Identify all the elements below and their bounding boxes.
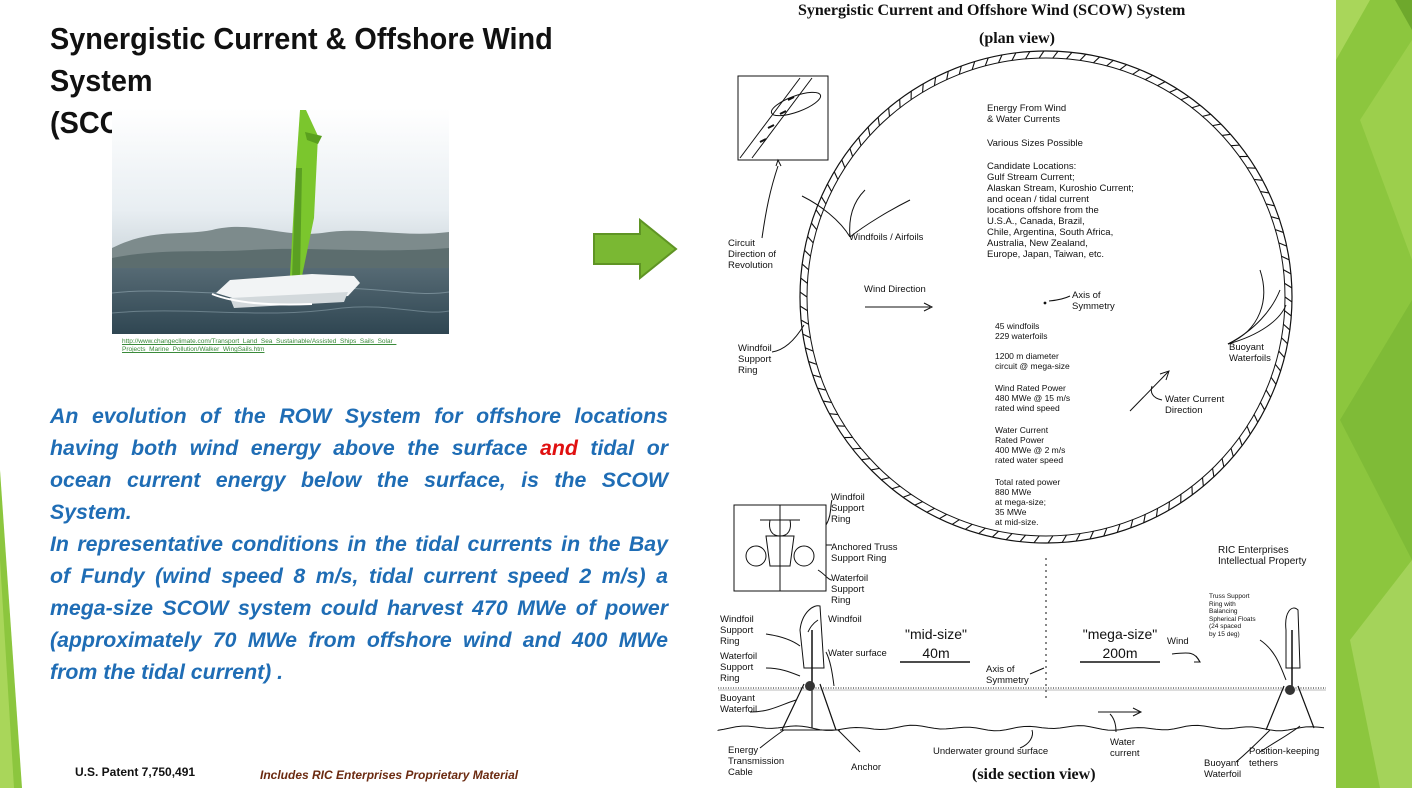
label-various-sizes: Various Sizes Possible [987, 138, 1083, 149]
label-axis-of-symmetry-side: Axis of Symmetry [986, 664, 1029, 686]
label-water-rated-power: Water Current Rated Power 400 MWe @ 2 m/… [995, 425, 1066, 465]
diagram-subtitle: (plan view) [979, 30, 1055, 47]
label-energy-from: Energy From Wind & Water Currents [987, 103, 1067, 125]
label-mega-size: "mega-size" [1082, 626, 1158, 642]
label-diameter: 1200 m diameter circuit @ mega-size [995, 351, 1070, 371]
label-total-rated-power: Total rated power 880 MWe at mega-size; … [995, 477, 1061, 527]
label-candidate-locations: Candidate Locations: Gulf Stream Current… [987, 161, 1134, 260]
label-anchored-truss: Anchored Truss Support Ring [831, 542, 898, 564]
label-position-keeping: Position-keeping [1249, 746, 1320, 757]
label-windfoil-support-ring: Windfoil Support Ring [738, 343, 772, 376]
label-wind-side: Wind [1167, 636, 1189, 647]
label-tethers: tethers [1249, 758, 1279, 769]
label-circuit-direction: Circuit Direction of Revolution [728, 238, 777, 271]
label-mega-size-scale: 200m [1102, 645, 1138, 661]
photo-source-link[interactable]: http://www.changeclimate.com/Transport_L… [122, 338, 397, 353]
label-wind-direction: Wind Direction [864, 284, 926, 295]
label-ric-ip: RIC Enterprises Intellectual Property [1218, 545, 1307, 567]
label-axis-of-symmetry: Axis of Symmetry [1072, 290, 1115, 312]
description-text: An evolution of the ROW System for offsh… [50, 400, 668, 688]
label-buoyant-waterfoil-right: Buoyant Waterfoil [1204, 758, 1242, 780]
label-water-current-direction: Water Current Direction [1165, 394, 1225, 416]
label-windfoils-airfoils: Windfoils / Airfoils [849, 232, 924, 243]
description-paragraph-2: In representative conditions in the tida… [50, 532, 668, 684]
label-underwater-ground: Underwater ground surface [933, 746, 1049, 757]
diagram-title: Synergistic Current and Offshore Wind (S… [798, 2, 1186, 19]
label-windfoil-support-ring-side: Windfoil Support Ring [720, 614, 754, 647]
label-wind-rated-power: Wind Rated Power 480 MWe @ 15 m/s rated … [995, 383, 1071, 413]
label-water-surface: Water surface [828, 648, 887, 659]
label-windfoil-support-ring-inset: Windfoil Support Ring [831, 492, 865, 525]
label-anchor: Anchor [851, 762, 882, 773]
label-mid-size-scale: 40m [922, 645, 950, 661]
label-waterfoil-support-ring-side: Waterfoil Support Ring [720, 651, 758, 684]
description-paragraph-1: An evolution of the ROW System for offsh… [50, 404, 668, 524]
label-side-section-view: (side section view) [972, 766, 1096, 783]
wingsail-boat-photo [112, 108, 449, 334]
label-foil-counts: 45 windfoils 229 waterfoils [995, 321, 1048, 341]
right-arrow-icon [593, 218, 678, 280]
label-energy-cable: Energy Transmission Cable [728, 745, 785, 778]
label-mid-size: "mid-size" [904, 626, 968, 642]
proprietary-notice: Includes RIC Enterprises Proprietary Mat… [260, 768, 519, 782]
highlight-and: and [540, 436, 578, 460]
label-water-current: Water current [1110, 737, 1140, 759]
patent-number: U.S. Patent 7,750,491 [75, 765, 196, 779]
label-windfoil-side: Windfoil [828, 614, 862, 625]
label-buoyant-waterfoils: Buoyant Waterfoils [1229, 342, 1271, 364]
label-waterfoil-support-ring: Waterfoil Support Ring [831, 573, 869, 606]
diagram-drawing [717, 50, 1326, 763]
scow-diagram: Synergistic Current and Offshore Wind (S… [700, 0, 1336, 788]
label-buoyant-waterfoil-left: Buoyant Waterfoil [720, 693, 758, 715]
title-line-1: Synergistic Current & Offshore Wind Syst… [50, 21, 553, 98]
label-truss-floats: Truss Support Ring with Balancing Spheri… [1209, 593, 1256, 638]
